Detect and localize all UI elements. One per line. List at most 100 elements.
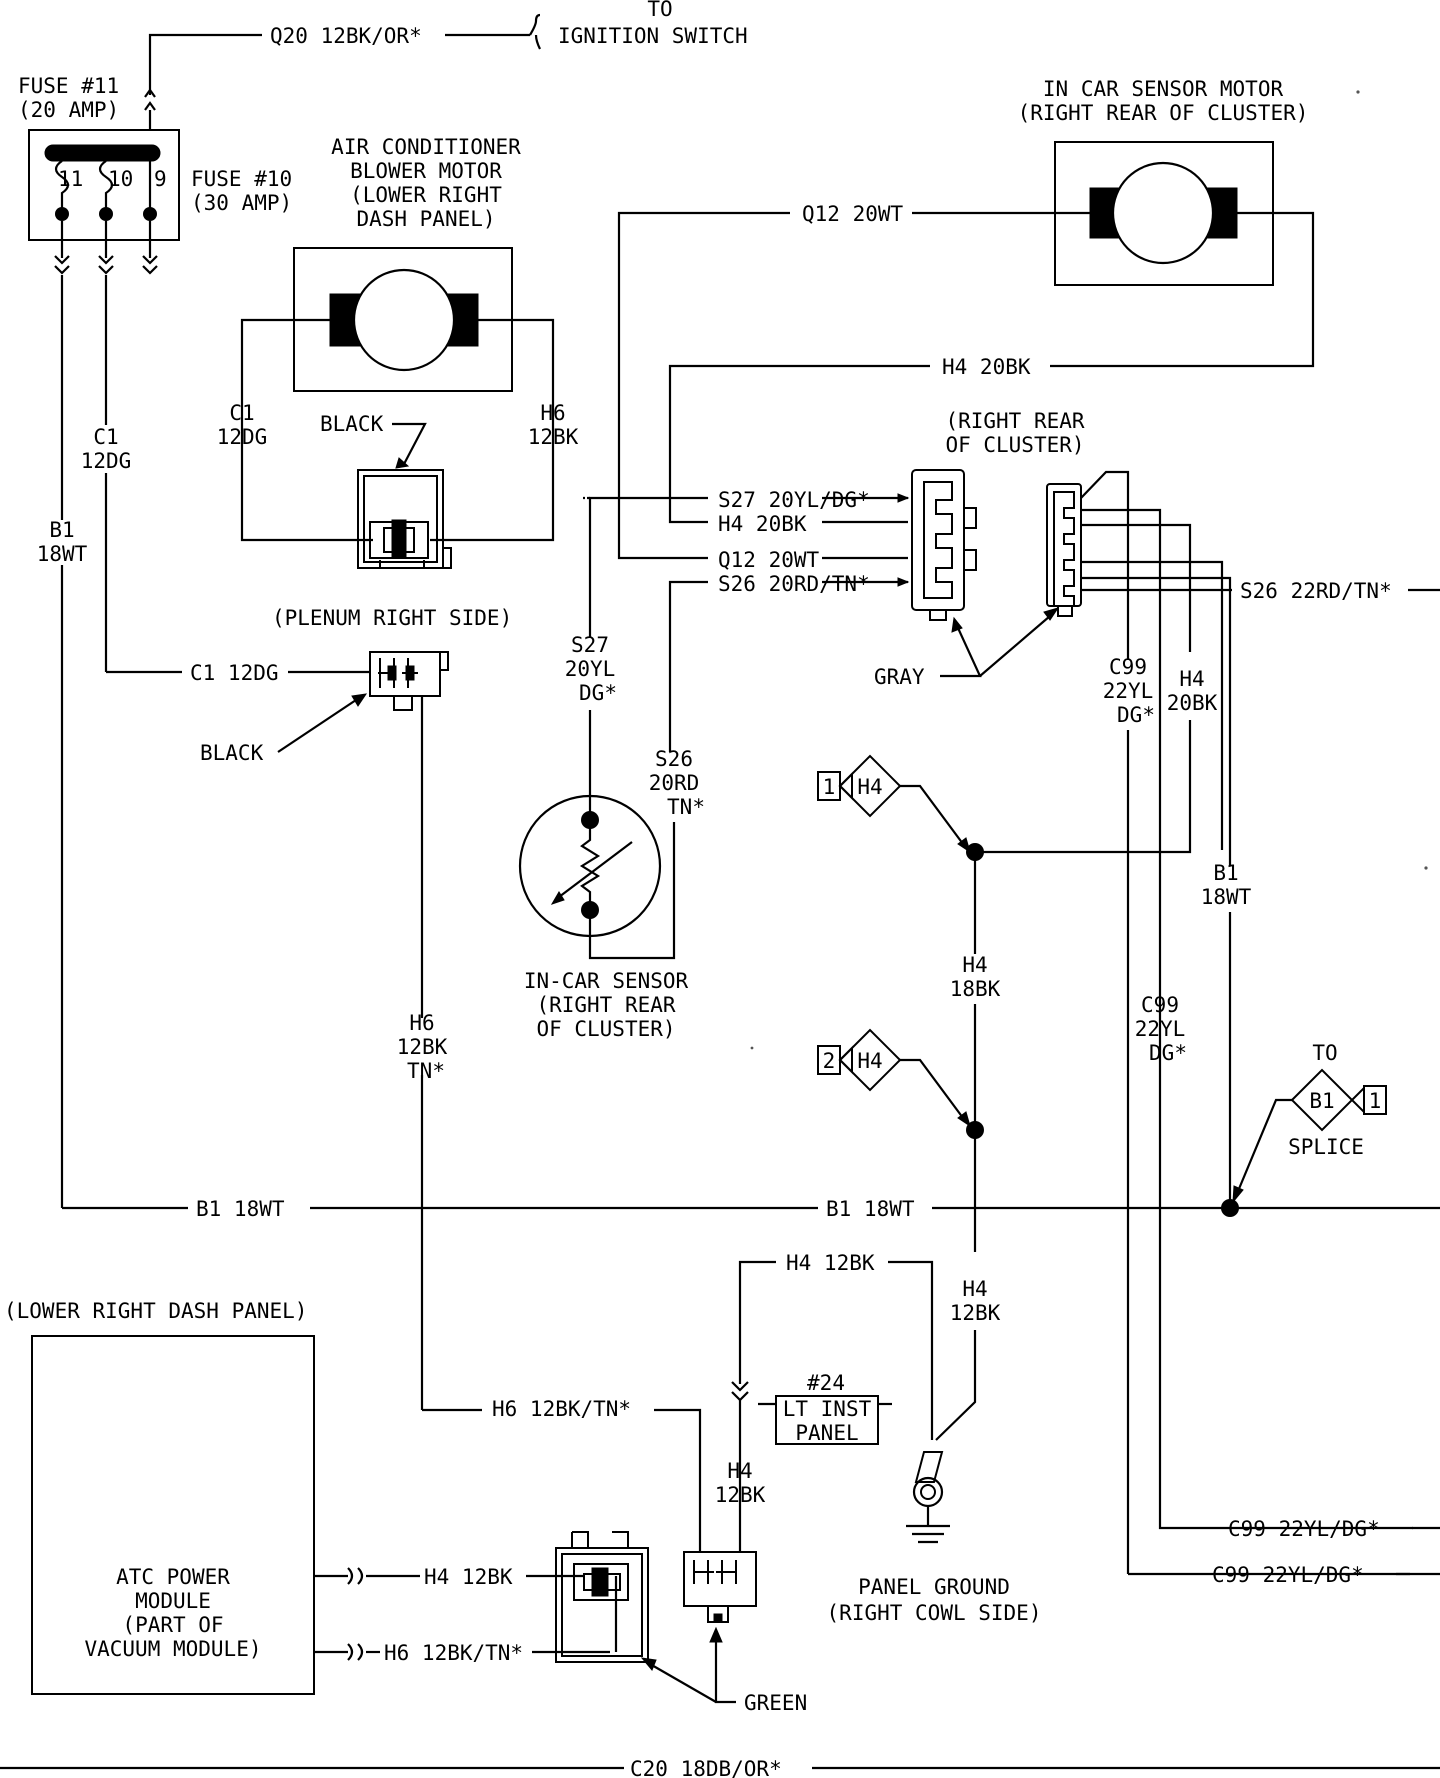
panel-ground-title-2: (RIGHT COWL SIDE) (827, 1601, 1042, 1625)
h6-blower-label-2: 12BK (528, 425, 579, 449)
b1-right-label-1: B1 (1213, 861, 1238, 885)
q20-wire-group: Q20 12BK/OR* TO IGNITION SWITCH (144, 0, 748, 111)
s27-horizontal-label: S27 20YL/DG* (718, 488, 870, 512)
right-vertical-labels: C99 22YL DG* H4 20BK B1 18WT C99 22YL DG… (975, 655, 1410, 1576)
h4-right-label-2: 20BK (1167, 691, 1218, 715)
s26-vertical-label-2: 20RD (649, 771, 700, 795)
splice-label: SPLICE (1288, 1135, 1364, 1159)
h6-blower-label-1: H6 (540, 401, 565, 425)
panel-ground-area: H4 12BK #24 LT INST PANEL PANEL GROUND (… (731, 1251, 1042, 1625)
h6-tn-horizontal-label: H6 12BK/TN* (492, 1397, 631, 1421)
incar-sensor-title-2: (RIGHT REAR (536, 993, 675, 1017)
c99-outputs: C99 22YL/DG* C99 22YL/DG* (1212, 1517, 1440, 1587)
fuse24-line2: PANEL (795, 1421, 858, 1445)
b1-left-horizontal-label: B1 18WT (196, 1197, 285, 1221)
fuse-block: FUSE #11 (20 AMP) 11 10 9 FUSE #10 (30 A… (18, 74, 292, 275)
h4-12bk-small-1: H4 (727, 1459, 752, 1483)
sensor-motor-title-2: (RIGHT REAR OF CLUSTER) (1018, 101, 1309, 125)
s26-vertical-label-3: TN* (667, 795, 705, 819)
atc-title-2: MODULE (135, 1589, 211, 1613)
plenum-connector: (PLENUM RIGHT SIDE) BLACK H6 12BK TN* (200, 606, 512, 1412)
h4-12bk-label-1: H4 (962, 1277, 987, 1301)
c1-blower-label-1: C1 (229, 401, 254, 425)
blower-motor: AIR CONDITIONER BLOWER MOTOR (LOWER RIGH… (217, 135, 579, 569)
h6-tn-label-1: H6 (409, 1011, 434, 1035)
s26-horizontal-label: S26 20RD/TN* (718, 572, 870, 596)
h4-junctions: 1 H4 H4 18BK 2 H4 H4 12BK (817, 754, 1001, 1441)
h6-tn-label-2: 12BK (397, 1035, 448, 1059)
atc-location-label: (LOWER RIGHT DASH PANEL) (4, 1299, 307, 1323)
h4-12bk-small-2: 12BK (715, 1483, 766, 1507)
b1-right-horizontal-label: B1 18WT (826, 1197, 915, 1221)
h4-right-label-1: H4 (1179, 667, 1204, 691)
blower-title-2: BLOWER MOTOR (350, 159, 502, 183)
fuse-terminal-11: 11 (58, 167, 83, 191)
c99-label2-1: C99 (1141, 993, 1179, 1017)
c1-wire-label-2: 12DG (81, 449, 132, 473)
splice-id: B1 (1309, 1089, 1334, 1113)
cluster-connectors: (RIGHT REAR OF CLUSTER) S27 20YL/DG* H4 … (583, 409, 1440, 1530)
incar-sensor-title-1: IN-CAR SENSOR (524, 969, 689, 993)
c1-blower-label-2: 12DG (217, 425, 268, 449)
q20-wire-label: Q20 12BK/OR* (270, 24, 422, 48)
q12-top-label: Q12 20WT (802, 202, 904, 226)
junction2-number: 2 (823, 1049, 836, 1073)
h4-top-label: H4 20BK (942, 355, 1031, 379)
junction1-id: H4 (857, 775, 882, 799)
h4-12bk-label-2: 12BK (950, 1301, 1001, 1325)
c99-label-3: DG* (1117, 703, 1155, 727)
c99-label2-2: 22YL (1135, 1017, 1186, 1041)
blower-title-3: (LOWER RIGHT (350, 183, 502, 207)
h4-12bk-top-label: H4 12BK (786, 1251, 875, 1275)
fuse10-rating: (30 AMP) (191, 191, 292, 215)
h4-horizontal-label: H4 20BK (718, 512, 807, 536)
atc-title-4: VACUUM MODULE) (84, 1637, 261, 1661)
fuse10-label: FUSE #10 (191, 167, 292, 191)
c99-label-1: C99 (1109, 655, 1147, 679)
s27-vertical-label-2: 20YL (565, 657, 616, 681)
c1-horizontal-label: C1 12DG (190, 661, 279, 685)
s27-vertical-label-3: DG* (579, 681, 617, 705)
fuse24-line1: LT INST (783, 1397, 872, 1421)
b1-right-label-2: 18WT (1201, 885, 1252, 909)
b1-wire-label-1: B1 (49, 518, 74, 542)
scan-specks (750, 90, 1428, 1050)
blower-title-1: AIR CONDITIONER (331, 135, 521, 159)
green-connector-label: GREEN (744, 1691, 807, 1715)
fuse11-rating: (20 AMP) (18, 98, 119, 122)
fuse11-label: FUSE #11 (18, 74, 119, 98)
c20-wire-label: C20 18DB/OR* (630, 1757, 782, 1778)
s27-vertical-label-1: S27 (571, 633, 609, 657)
c20-wire: C20 18DB/OR* (0, 1757, 1440, 1778)
panel-ground-title-1: PANEL GROUND (858, 1575, 1010, 1599)
q12-horizontal-label: Q12 20WT (718, 548, 820, 572)
atc-title-3: (PART OF (122, 1613, 223, 1637)
s26-vertical-label-1: S26 (655, 747, 693, 771)
c1-wire-label-1: C1 (93, 425, 118, 449)
c99-right-label-1: C99 22YL/DG* (1228, 1517, 1380, 1541)
splice-number: 1 (1369, 1089, 1382, 1113)
b1-wire-label-2: 18WT (37, 542, 88, 566)
ignition-switch-label: IGNITION SWITCH (558, 24, 748, 48)
s26-right-label: S26 22RD/TN* (1240, 579, 1392, 603)
junction2-id: H4 (857, 1049, 882, 1073)
in-car-sensor-motor: IN CAR SENSOR MOTOR (RIGHT REAR OF CLUST… (617, 77, 1315, 560)
h6-tn-atc-label: H6 12BK/TN* (384, 1641, 523, 1665)
cluster-loc-2: OF CLUSTER) (945, 433, 1084, 457)
blower-title-4: DASH PANEL) (356, 207, 495, 231)
plenum-location-label: (PLENUM RIGHT SIDE) (272, 606, 512, 630)
h4-18bk-label-1: H4 (962, 953, 987, 977)
sensor-motor-title-1: IN CAR SENSOR MOTOR (1043, 77, 1284, 101)
fuse24-number: #24 (807, 1371, 845, 1395)
left-vertical-wires: B1 18WT C1 12DG C1 12DG (37, 275, 370, 1210)
b1-bus: B1 18WT B1 18WT TO B1 1 SPLICE (196, 1041, 1440, 1221)
atc-area: (LOWER RIGHT DASH PANEL) ATC POWER MODUL… (4, 1299, 807, 1715)
h4-12bk-atc-label: H4 12BK (424, 1565, 513, 1589)
atc-title-1: ATC POWER (116, 1565, 230, 1589)
in-car-sensor: S27 20YL DG* S26 20RD TN* IN-CAR SENSOR … (518, 633, 705, 1041)
junction1-number: 1 (823, 775, 836, 799)
black-connector-label-1: BLACK (320, 412, 384, 436)
incar-sensor-title-3: OF CLUSTER) (536, 1017, 675, 1041)
h4-18bk-label-2: 18BK (950, 977, 1001, 1001)
